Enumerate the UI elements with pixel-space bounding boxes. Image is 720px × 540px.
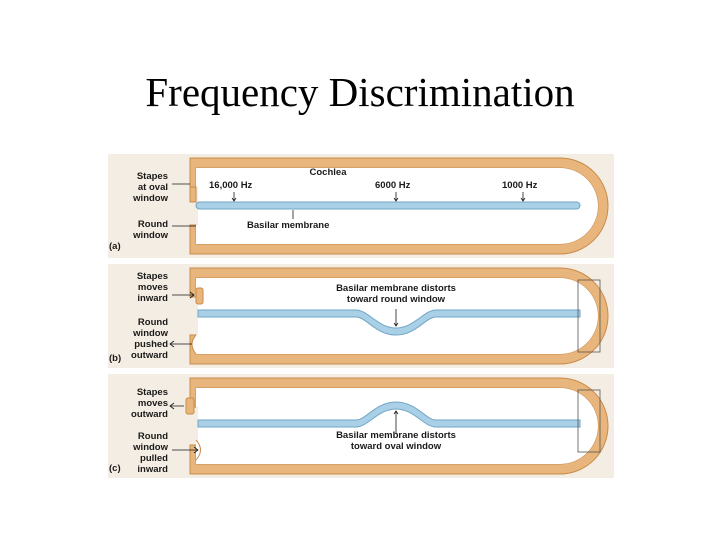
- panel-c-letter: (c): [109, 463, 121, 474]
- round-window-outward-arrow: [169, 340, 192, 348]
- round-window-inward-arrow: [172, 446, 199, 454]
- panel-b: Stapes moves inward Round window pushed …: [108, 264, 614, 368]
- panel-b-drawing: [108, 264, 614, 368]
- panel-a: Cochlea Stapes at oval window Round wind…: [108, 154, 614, 258]
- stapes: [195, 287, 204, 305]
- stapes: [185, 397, 195, 415]
- basilar-membrane: [197, 309, 581, 336]
- panel-c: Stapes moves outward Round window pulled…: [108, 374, 614, 478]
- freq-1000-arrow: [520, 192, 526, 202]
- round-window-label: Round window pulled inward: [133, 431, 168, 475]
- basilar-membrane: [197, 401, 581, 428]
- freq-1000-label: 1000 Hz: [502, 180, 538, 191]
- cochlea-fluid: [196, 388, 598, 464]
- freq-6000-label: 6000 Hz: [375, 180, 411, 191]
- panel-a-drawing: [108, 154, 614, 258]
- freq-16000-arrow: [231, 192, 237, 202]
- stapes-label: Stapes moves outward: [131, 387, 168, 420]
- freq-16000-label: 16,000 Hz: [209, 180, 253, 191]
- panel-b-letter: (b): [109, 353, 122, 364]
- freq-6000-arrow: [393, 192, 399, 202]
- cochlea-fluid: [196, 278, 598, 354]
- stapes: [189, 186, 197, 203]
- stapes-inward-arrow: [172, 291, 195, 299]
- distortion-arrow: [393, 309, 399, 327]
- panel-a-letter: (a): [109, 241, 121, 252]
- round-window-label: Round window: [133, 219, 168, 241]
- cochlea-figure: Cochlea Stapes at oval window Round wind…: [108, 154, 614, 482]
- basilar-membrane-label: Basilar membrane: [247, 220, 330, 231]
- slide-title: Frequency Discrimination: [145, 69, 575, 115]
- distortion-arrow: [393, 410, 399, 434]
- distortion-label: Basilar membrane distorts toward oval wi…: [336, 430, 456, 452]
- reference-bracket: [577, 279, 601, 353]
- reference-bracket: [577, 389, 601, 453]
- round-window-label: Round window pushed outward: [131, 317, 168, 361]
- distortion-label: Basilar membrane distorts toward round w…: [336, 283, 456, 305]
- stapes-outward-arrow: [169, 402, 184, 410]
- stapes-label: Stapes at oval window: [133, 171, 168, 204]
- cochlea-label: Cochlea: [309, 167, 347, 178]
- panel-c-drawing: [108, 374, 614, 478]
- stapes-label: Stapes moves inward: [136, 271, 168, 304]
- basilar-membrane: [195, 201, 581, 210]
